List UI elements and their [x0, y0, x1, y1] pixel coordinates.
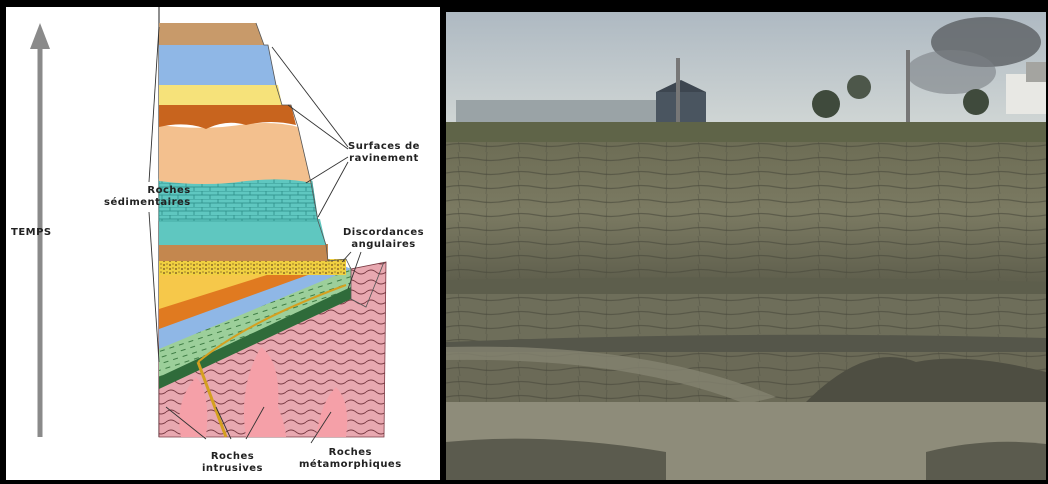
quarry-photo-image: [446, 12, 1046, 480]
intrusive-rocks-label: Roches intrusives: [202, 451, 263, 475]
metamorphic-rocks-label: Roches métamorphiques: [299, 447, 402, 471]
sedimentary-rocks-label: Roches sédimentaires: [104, 185, 191, 209]
time-axis-label: TEMPS: [11, 227, 52, 239]
erosion-surfaces-label: Surfaces de ravinement: [348, 141, 420, 165]
geology-diagram-panel: TEMPS Roches sédimentaires Surfaces de r…: [6, 7, 440, 480]
quarry-photo: [446, 12, 1046, 480]
angular-unconformities-label: Discordances angulaires: [343, 227, 424, 251]
